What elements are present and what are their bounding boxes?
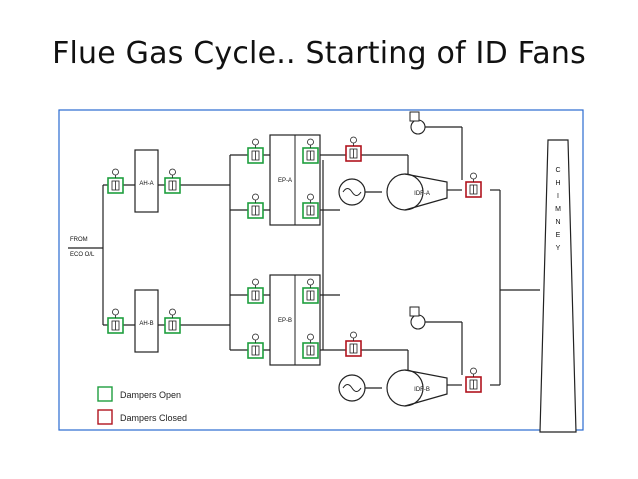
chimney-letter: N	[555, 219, 560, 226]
seal-fan-b	[410, 314, 426, 330]
damper-open	[107, 168, 124, 194]
slide-title: Flue Gas Cycle.. Starting of ID Fans	[52, 36, 586, 71]
id-fan-a-label: IDF-A	[414, 191, 430, 197]
damper-closed	[465, 367, 482, 393]
damper-open	[302, 138, 319, 164]
chimney-letter: Y	[556, 245, 561, 252]
damper-open	[164, 168, 181, 194]
damper-open	[247, 278, 264, 304]
damper-closed	[345, 331, 362, 357]
precipitator-a-label: EP-A	[278, 178, 292, 184]
damper-open	[247, 138, 264, 164]
chimney	[539, 139, 577, 433]
damper-open	[302, 193, 319, 219]
dampers	[107, 136, 482, 393]
air-heater-b	[134, 289, 159, 353]
chimney-letter: E	[556, 232, 561, 239]
air-heater-a	[134, 149, 159, 213]
air-heater-b-label: AH-B	[139, 321, 153, 327]
damper-open	[164, 308, 181, 334]
chimney-letter: I	[557, 193, 559, 200]
damper-closed	[465, 172, 482, 198]
damper-closed	[345, 136, 362, 162]
chimney-letter: C	[555, 167, 560, 174]
seal-fan-a	[410, 119, 426, 135]
legend-open-swatch	[97, 386, 113, 402]
damper-open	[302, 278, 319, 304]
inlet-label-line1: FROM	[70, 237, 88, 243]
diagram-frame	[58, 109, 584, 431]
legend-open-label: Dampers Open	[120, 390, 181, 400]
legend-closed-swatch	[97, 409, 113, 425]
damper-open	[247, 333, 264, 359]
damper-open	[107, 308, 124, 334]
chimney-letter: H	[555, 180, 560, 187]
inlet-label-line2: ECO O/L	[70, 252, 95, 258]
precipitator-b-label: EP-B	[278, 318, 292, 324]
air-heater-a-label: AH-A	[139, 181, 153, 187]
chimney-letter: M	[555, 206, 561, 213]
legend-closed-label: Dampers Closed	[120, 413, 187, 423]
id-fan-b-label: IDF-B	[414, 387, 430, 393]
damper-open	[302, 333, 319, 359]
damper-open	[247, 193, 264, 219]
